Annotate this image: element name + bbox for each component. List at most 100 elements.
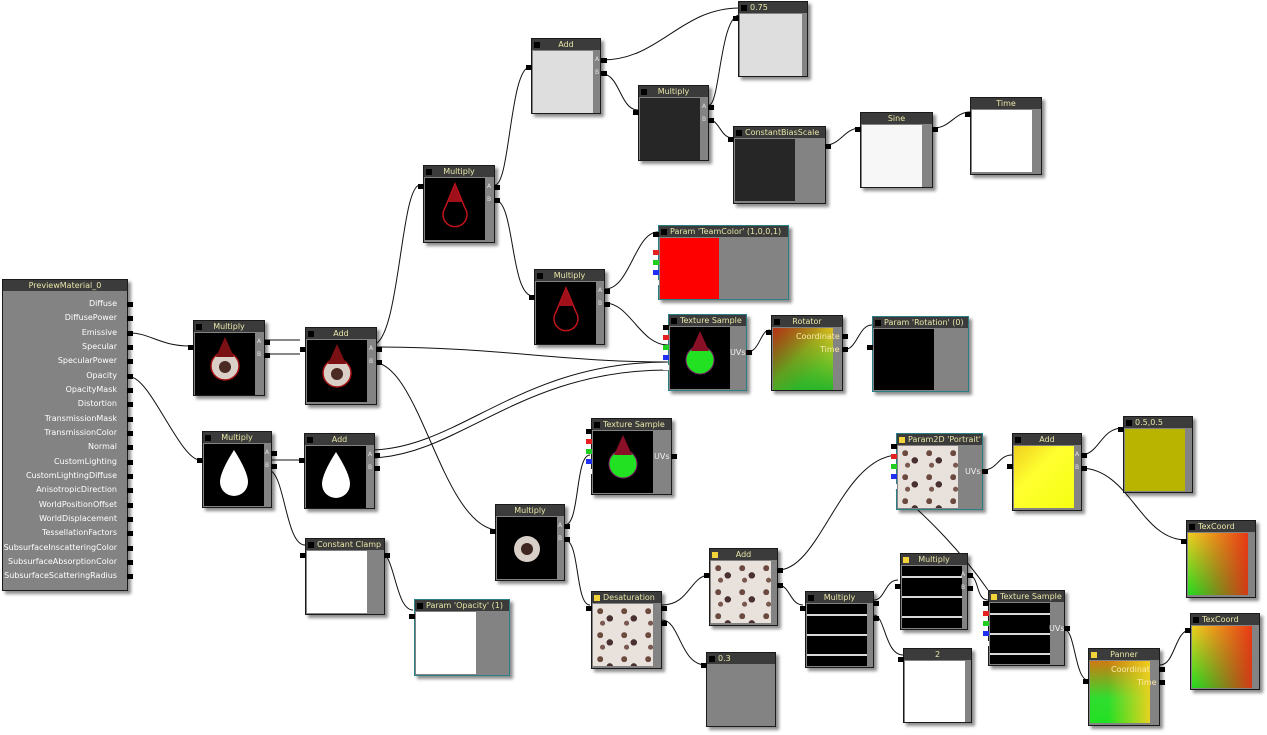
output-a-connector[interactable] [653,280,659,285]
output-a-connector[interactable] [983,641,989,646]
output-connector[interactable] [418,184,424,189]
connector[interactable] [127,417,133,422]
constant-clamp-node[interactable]: Constant Clamp [300,538,390,615]
time-input-connector[interactable] [842,347,848,352]
input-a-connector[interactable] [494,185,500,190]
input-opacitymask[interactable]: OpacityMask [65,385,117,394]
add-node-emissive[interactable]: Add A B [300,327,382,405]
multiply-node-emissive[interactable]: Multiply A B [188,320,270,396]
input-b-connector[interactable] [376,360,382,365]
time-input-connector[interactable] [1159,680,1165,685]
connector[interactable] [127,460,133,465]
param-opacity-node[interactable]: Param 'Opacity' (1) [409,599,510,676]
texcoord-node-1[interactable]: TexCoord [1181,520,1256,598]
output-connector[interactable] [299,458,305,463]
input-distortion[interactable]: Distortion [77,399,117,408]
output-connector[interactable] [633,110,639,115]
output-connector[interactable] [733,16,739,21]
input-subsurfaceabsorptioncolor[interactable]: SubsurfaceAbsorptionColor [8,557,117,566]
output-a-connector[interactable] [586,469,592,474]
constant-node-2[interactable]: 2 [898,648,972,723]
connector[interactable] [127,445,133,450]
output-connector[interactable] [701,663,707,668]
input-a-connector[interactable] [777,568,783,573]
input-customlighting[interactable]: CustomLighting [54,457,117,466]
input-a-connector[interactable] [376,347,382,352]
add-node-top[interactable]: Add A B [526,38,607,114]
connector[interactable] [127,331,133,336]
connector[interactable] [127,546,133,551]
output-r-connector[interactable] [663,335,669,340]
preview-material-node[interactable]: PreviewMaterial_0 Diffuse DiffusePower E… [2,279,133,591]
input-subsurfaceinscatteringcolor[interactable]: SubsurfaceInscatteringColor [3,543,117,552]
coordinate-input-connector[interactable] [1159,667,1165,672]
output-b-connector[interactable] [891,474,897,479]
input-a-connector[interactable] [708,105,714,110]
multiply-node-upper[interactable]: Multiply A B [418,165,500,243]
input-diffuse[interactable]: Diffuse [88,299,117,308]
input-a-connector[interactable] [873,601,879,606]
input-b-connector[interactable] [601,71,607,76]
output-r-connector[interactable] [891,454,897,459]
constant-node-075[interactable]: 0.75 [733,1,808,77]
output-a-connector[interactable] [891,484,897,489]
connector[interactable] [127,302,133,307]
multiply-node-bottom[interactable]: Multiply [800,591,879,668]
input-b-connector[interactable] [1081,466,1087,471]
add-node-uv[interactable]: Add A B [1007,433,1087,511]
output-g-connector[interactable] [663,345,669,350]
input-transmissioncolor[interactable]: TransmissionColor [44,428,117,437]
input-subsurfacescatteringradius[interactable]: SubsurfaceScatteringRadius [4,571,117,580]
uvs-input-connector[interactable] [746,350,752,355]
desaturation-node[interactable]: Desaturation [586,591,667,669]
input-a-connector[interactable] [661,606,667,611]
param-teamcolor-node[interactable]: Param 'TeamColor' (1,0,0,1) [653,225,789,300]
output-connector[interactable] [409,614,415,619]
multiply-node-portrait[interactable]: Multiply A B [490,504,570,581]
output-connector[interactable] [895,584,901,589]
param-rotation-node[interactable]: Param 'Rotation' (0) [867,316,969,392]
input-b-connector[interactable] [661,621,667,626]
param2d-portrait-node[interactable]: Param2D 'Portrait' UVs [891,433,988,510]
input-b-connector[interactable] [604,302,610,307]
input-b-connector[interactable] [271,464,277,469]
output-connector[interactable] [1118,427,1124,432]
output-g-connector[interactable] [586,449,592,454]
input-opacity[interactable]: Opacity [86,371,117,380]
connector[interactable] [127,474,133,479]
connector[interactable] [127,574,133,579]
output-b-connector[interactable] [586,459,592,464]
output-connector[interactable] [586,429,592,434]
output-connector[interactable] [300,553,306,558]
output-r-connector[interactable] [586,439,592,444]
multiply-node-top[interactable]: Multiply A B [633,85,714,161]
input-b-connector[interactable] [264,353,270,358]
input-anisotropicdirection[interactable]: AnisotropicDirection [36,485,117,494]
output-connector[interactable] [891,444,897,449]
output-connector[interactable] [1007,464,1013,469]
input-worlddisplacement[interactable]: WorldDisplacement [39,514,117,523]
output-connector[interactable] [586,606,592,611]
input-b-connector[interactable] [708,118,714,123]
sine-node[interactable]: Sine [855,112,938,188]
output-connector[interactable] [728,137,734,142]
input-a-connector[interactable] [264,340,270,345]
output-a-connector[interactable] [663,365,669,370]
connector[interactable] [127,503,133,508]
output-connector[interactable] [529,295,535,300]
output-connector[interactable] [867,345,873,350]
connector[interactable] [127,402,133,407]
input-a-connector[interactable] [601,58,607,63]
output-b-connector[interactable] [663,355,669,360]
connector[interactable] [127,345,133,350]
input-a-connector[interactable] [564,524,570,529]
input-a-connector[interactable] [374,453,380,458]
output-r-connector[interactable] [653,250,659,255]
connector[interactable] [127,531,133,536]
input-b-connector[interactable] [564,537,570,542]
output-connector[interactable] [653,232,659,237]
output-connector[interactable] [983,601,989,606]
input-emissive[interactable]: Emissive [81,328,117,337]
input-worldpositionoffset[interactable]: WorldPositionOffset [38,500,117,509]
output-r-connector[interactable] [983,611,989,616]
